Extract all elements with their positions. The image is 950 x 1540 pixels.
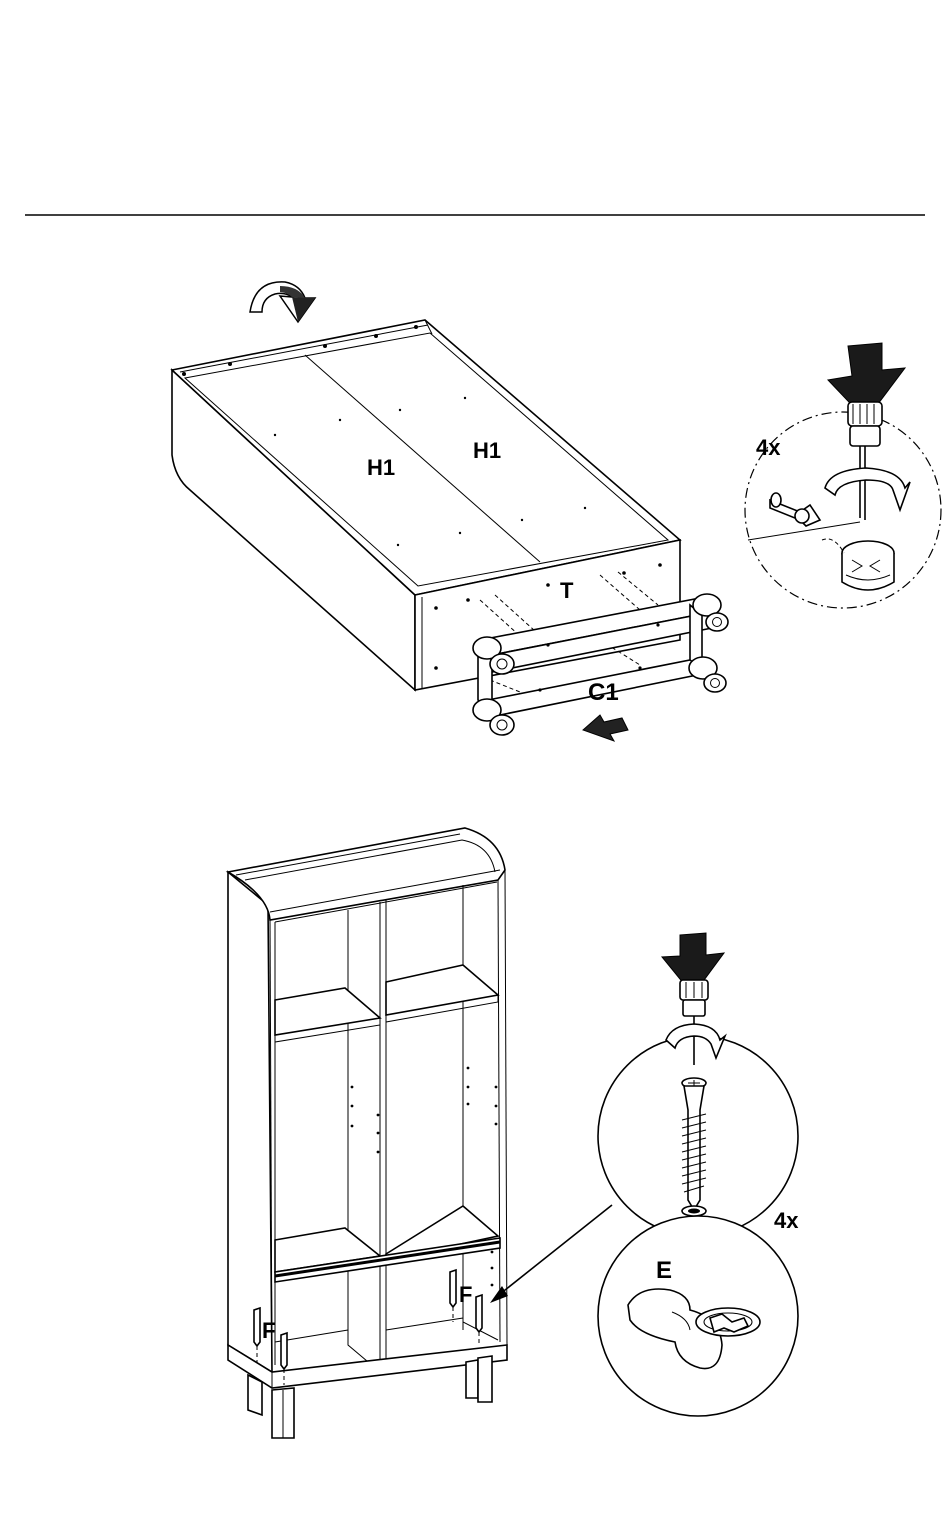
part-label-f-left: F: [262, 1318, 275, 1343]
detail-leader-arrow: [490, 1205, 612, 1303]
count-label-bottom: 4x: [774, 1208, 799, 1233]
cam-lock-detail: [745, 343, 941, 608]
screw-detail: [598, 933, 798, 1236]
part-label-t: T: [560, 578, 574, 603]
part-label-c1: C1: [588, 679, 619, 706]
part-label-f-right: F: [459, 1282, 472, 1307]
cabinet-upright: [228, 828, 507, 1438]
count-label-top: 4x: [756, 435, 781, 460]
panel-label-h1-right: H1: [473, 438, 501, 463]
cover-cap-detail: [598, 1216, 798, 1416]
panel-label-h1-left: H1: [367, 455, 395, 480]
insert-arrow-icon: [583, 715, 628, 741]
curved-rotate-arrow-icon: [250, 282, 315, 322]
part-label-e: E: [656, 1257, 672, 1284]
